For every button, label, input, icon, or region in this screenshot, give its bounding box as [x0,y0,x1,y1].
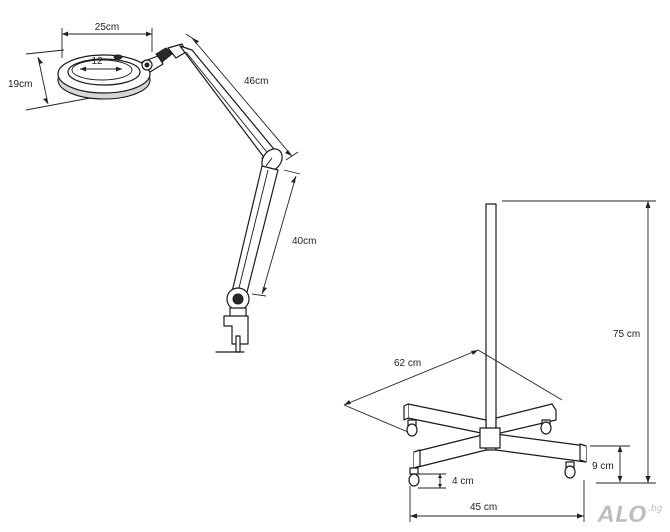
label-stand-height: 75 cm [613,329,640,340]
dim-base-diagonal: 62 cm [343,349,563,433]
stand-pole [485,203,497,451]
dim-wheel-height: 4 cm [418,473,474,489]
desk-clamp [215,307,249,353]
dim-stand-height: 75 cm [502,200,656,484]
label-head-width: 25cm [95,22,119,33]
base-joint [226,287,250,311]
label-base-diagonal: 62 cm [394,358,421,369]
caster-wheel [540,419,552,435]
stand-base [403,403,587,487]
dim-lens: 12 [80,56,122,72]
lamp-head [57,43,187,100]
desk-lamp: 25cm 12 19cm 46cm [8,22,316,353]
dim-base-width: 45 cm [409,480,585,522]
watermark-brand: ALO [596,503,647,528]
caster-wheel [406,419,418,437]
caster-wheel [408,467,420,487]
caster-wheel [564,461,576,479]
dim-lower-arm: 40cm [251,169,316,297]
dim-base-height: 9 cm [590,445,630,482]
label-lens: 12 [91,56,103,67]
upper-arm [179,45,283,172]
dim-upper-arm: 46cm [185,33,299,161]
label-wheel-height: 4 cm [452,476,474,487]
label-lower-arm: 40cm [292,236,316,247]
dim-head-width: 25cm [61,22,153,58]
label-base-height: 9 cm [592,461,614,472]
label-base-width: 45 cm [470,502,497,513]
label-head-depth: 19cm [8,79,32,90]
floor-stand: 75 cm 62 cm 45 cm 9 cm [343,200,656,522]
dim-head-depth: 19cm [8,49,91,111]
label-upper-arm: 46cm [244,76,268,87]
watermark-logo: ALO .bg [596,503,663,529]
watermark-tld: .bg [648,504,663,514]
lower-arm [231,165,279,297]
